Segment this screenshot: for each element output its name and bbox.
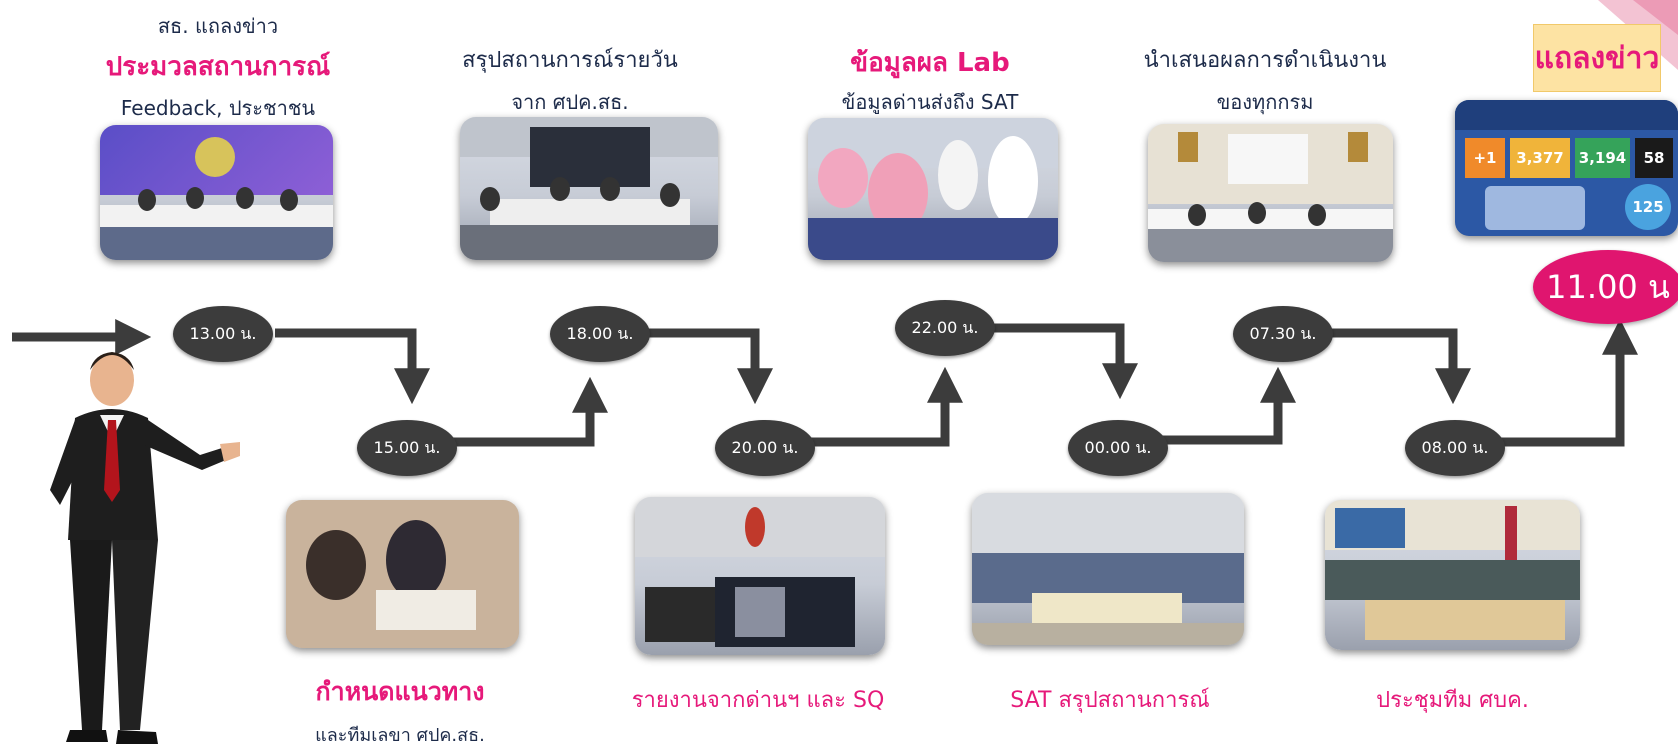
flow-arrow xyxy=(1148,366,1296,445)
stage3-line2: ข้อมูลด่านส่งถึง SAT xyxy=(841,90,1019,114)
stage4-photo xyxy=(1148,124,1393,262)
stage5-line2: และทีมเลขา ศปค.สธ. xyxy=(315,725,485,746)
flow-arrow xyxy=(1490,318,1638,447)
covid-infographic-image: +1 3,377 3,194 58 125 xyxy=(1455,100,1678,236)
infographic-new-cases: +1 xyxy=(1465,138,1505,178)
flow-arrow xyxy=(1328,328,1471,405)
stage2-photo xyxy=(460,117,718,260)
time-0000: 00.00 น. xyxy=(1068,420,1168,476)
stage1-title: ประมวลสถานการณ์ xyxy=(105,52,331,82)
stage8-photo xyxy=(1325,500,1580,650)
flow-arrow xyxy=(790,366,963,447)
stage1-photo xyxy=(100,125,333,260)
time-1300: 13.00 น. xyxy=(173,306,273,362)
stage7-title: SAT สรุปสถานการณ์ xyxy=(1010,688,1210,713)
infographic-badge: 125 xyxy=(1625,184,1671,230)
time-2200: 22.00 น. xyxy=(895,300,995,356)
stage3-title: ข้อมูลผล Lab xyxy=(850,48,1010,78)
stage4-line2: ของทุกกรม xyxy=(1216,90,1314,114)
time-2000: 20.00 น. xyxy=(715,420,815,476)
flow-arrow xyxy=(275,328,430,405)
flow-arrow xyxy=(615,328,773,405)
infographic-deaths: 58 xyxy=(1635,138,1673,178)
press-conference-label: แถลงข่าว xyxy=(1533,24,1661,92)
stage5-photo xyxy=(286,500,519,648)
infographic-total-cases: 3,377 xyxy=(1510,138,1570,178)
stage8-title: ประชุมทีม ศบค. xyxy=(1376,688,1529,713)
time-1800: 18.00 น. xyxy=(550,306,650,362)
stage6-photo xyxy=(635,497,885,655)
stage2-title: สรุปสถานการณ์รายวัน xyxy=(462,48,678,73)
stage7-photo xyxy=(972,493,1244,645)
stage2-line2: จาก ศปค.สธ. xyxy=(511,90,629,114)
time-0800: 08.00 น. xyxy=(1405,420,1505,476)
stage4-title: นำเสนอผลการดำเนินงาน xyxy=(1143,48,1387,73)
businessman-presenter-icon xyxy=(50,352,240,744)
stage1-line3: Feedback, ประชาชน xyxy=(120,96,316,120)
stage1-line1: สธ. แถลงข่าว xyxy=(157,14,279,38)
stage5-title: กำหนดแนวทาง xyxy=(315,677,485,706)
stage6-title: รายงานจากด่านฯ และ SQ xyxy=(631,688,885,713)
time-0730: 07.30 น. xyxy=(1233,306,1333,362)
infographic-recovered: 3,194 xyxy=(1575,138,1630,178)
time-1500: 15.00 น. xyxy=(357,420,457,476)
flow-arrow xyxy=(965,323,1138,400)
flow-arrow xyxy=(435,376,608,447)
final-time-oval: 11.00 น xyxy=(1533,250,1678,324)
stage3-photo xyxy=(808,118,1058,260)
